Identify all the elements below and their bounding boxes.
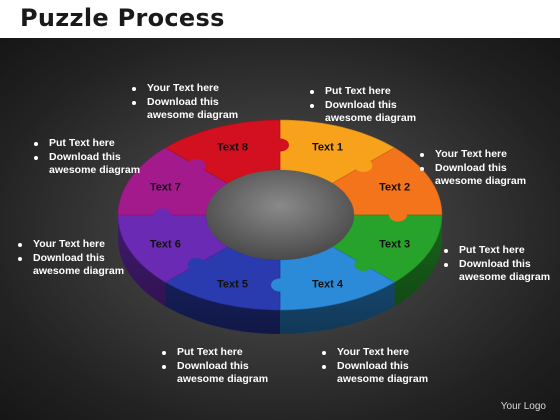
piece-8-label: Text 8 [217, 142, 248, 154]
puzzle-knobs [153, 138, 407, 292]
piece-3-knob [354, 258, 373, 271]
note-bullet: Put Text here [308, 85, 416, 99]
piece-5-label: Text 5 [217, 278, 248, 290]
note-bullet: Your Text here [16, 238, 124, 252]
piece-1-knob [354, 159, 373, 172]
piece-3-label: Text 3 [379, 238, 410, 250]
piece-6-knob [153, 208, 171, 222]
ring-rim [118, 215, 442, 334]
rim-shadow [118, 215, 442, 334]
page-title: Puzzle Process [20, 4, 225, 32]
center-hub [206, 170, 354, 260]
piece-7-label: Text 7 [150, 182, 181, 194]
note-bullet: Your Text here [418, 148, 526, 162]
note-bullet: Your Text here [130, 82, 238, 96]
piece-5-knob [187, 258, 206, 271]
piece-8-knob [271, 138, 289, 152]
piece-1-label: Text 1 [312, 142, 343, 154]
piece-labels: Text 1 Text 2 Text 3 Text 4 Text 5 Text 6 Text… [150, 142, 410, 291]
note-bullet: Put Text here [160, 346, 268, 360]
logo-text: Your Logo [500, 401, 546, 412]
note-bullet: Your Text here [320, 346, 428, 360]
piece-4-label: Text 4 [312, 278, 344, 290]
title-bar: Puzzle Process [0, 0, 560, 38]
piece-2-knob [389, 208, 407, 222]
note-bullet: Put Text here [32, 137, 140, 151]
piece-2-label: Text 2 [379, 182, 410, 194]
note-bullet: Put Text here [442, 244, 550, 258]
piece-6-label: Text 6 [150, 238, 181, 250]
piece-7-knob [187, 159, 206, 172]
piece-4-knob [271, 278, 289, 292]
